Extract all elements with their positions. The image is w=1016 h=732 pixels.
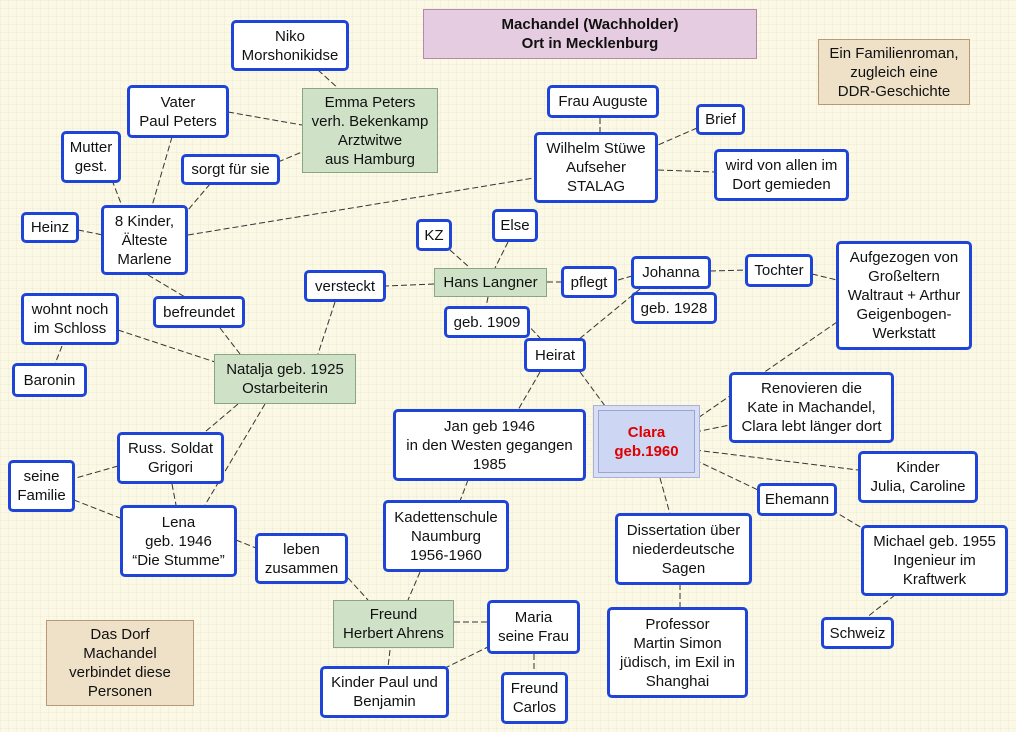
node-sorgt: sorgt für sie [181,154,280,185]
link-natalja-lena [204,403,266,506]
node-aufgezogen: Aufgezogen von Großeltern Waltraut + Art… [836,241,972,350]
link-hans-geb1909 [485,296,489,308]
node-hans-langner: Hans Langner [434,268,547,297]
link-russ-familie [75,465,119,479]
node-emma-peters: Emma Peters verh. Bekenkamp Arztwitwe au… [302,88,438,173]
node-maria: Maria seine Frau [487,600,580,654]
node-professor: Professor Martin Simon jüdisch, im Exil … [607,607,748,698]
link-leben-herbert [347,577,369,601]
node-8-kinder: 8 Kinder, Älteste Marlene [101,205,188,275]
node-herbert-ahrens: Freund Herbert Ahrens [333,600,454,648]
node-befreundet: befreundet [153,296,245,328]
link-kinder-befreundet [147,274,186,298]
link-herbert-kinderpb [387,649,391,668]
link-sorgt-kinder [187,183,211,211]
node-heirat: Heirat [524,338,586,372]
node-heinz: Heinz [21,212,79,243]
node-clara: Clara geb.1960 [598,410,695,473]
link-mutter-kinder [111,179,123,207]
node-schweiz: Schweiz [821,617,894,649]
node-geb-1928: geb. 1928 [631,292,717,324]
link-heirat-clara [579,371,609,411]
link-johanna-heirat [577,288,641,341]
map-title: Machandel (Wachholder) Ort in Mecklenbur… [423,9,757,59]
link-pflegt-johanna [617,275,633,281]
link-clara-dissertation [659,477,671,515]
note-dorf: Das Dorf Machandel verbindet diese Perso… [46,620,194,706]
node-jan: Jan geb 1946 in den Westen gegangen 1985 [393,409,586,481]
node-geb-1909: geb. 1909 [444,306,530,338]
node-kinder-julia-caroline: Kinder Julia, Caroline [858,451,978,503]
node-lena: Lena geb. 1946 “Die Stumme” [120,505,237,577]
link-versteckt-natalja [317,301,336,355]
link-kadetten-herbert [407,571,421,601]
link-clara-renovieren [694,424,731,433]
link-wilhelm-gemieden [657,169,716,173]
link-kinder-wilhelm [187,177,535,236]
node-seine-familie: seine Familie [8,460,75,512]
link-maria-kinderpb [444,645,491,669]
node-kz: KZ [416,219,452,251]
link-michael-schweiz [865,594,896,619]
node-renovieren: Renovieren die Kate in Machandel, Clara … [729,372,894,443]
node-kadettenschule: Kadettenschule Naumburg 1956-1960 [383,500,509,572]
node-gemieden: wird von allen im Dort gemieden [714,149,849,201]
node-versteckt: versteckt [304,270,386,302]
link-wohnt-natalja [117,329,216,363]
link-clara-kinder [694,449,859,471]
link-ehemann-michael [831,509,863,529]
link-jan-kadetten [459,479,469,502]
link-heinz-kinder [77,229,104,236]
node-ehemann: Ehemann [757,483,837,516]
link-johanna-tochter [709,269,747,272]
node-michael: Michael geb. 1955 Ingenieur im Kraftwerk [861,525,1008,596]
link-aufgezogen-clara [694,321,838,421]
node-natalja: Natalja geb. 1925 Ostarbeiterin [214,354,356,404]
link-niko-emma [317,69,341,91]
link-kz-hans [449,249,471,269]
node-wilhelm-stuewe: Wilhelm Stüwe Aufseher STALAG [534,132,658,203]
node-niko: Niko Morshonikidse [231,20,349,71]
node-kinder-paul-benjamin: Kinder Paul und Benjamin [320,666,449,718]
node-else: Else [492,209,538,242]
link-brief-wilhelm [657,127,698,146]
node-russ-soldat: Russ. Soldat Grigori [117,432,224,484]
node-johanna: Johanna [631,256,711,289]
node-vater: Vater Paul Peters [127,85,229,138]
node-mutter: Mutter gest. [61,131,121,183]
link-russ-lena [171,483,177,506]
link-clara-ehemann [694,459,759,491]
link-natalja-russ [204,403,239,433]
link-heirat-jan [517,371,541,411]
link-else-hans [494,241,509,269]
link-tochter-aufgezogen [811,273,838,281]
node-pflegt: pflegt [561,266,617,298]
node-wohnt-schloss: wohnt noch im Schloss [21,293,119,345]
node-baronin: Baronin [12,363,87,397]
link-befreundet-natalja [219,327,241,355]
node-frau-auguste: Frau Auguste [547,85,659,118]
link-wohnt-baronin [54,345,63,365]
node-dissertation: Dissertation über niederdeutsche Sagen [615,513,752,585]
node-freund-carlos: Freund Carlos [501,672,568,724]
link-lena-leben [235,539,257,549]
link-familie-lena [73,499,121,519]
link-vater-emma [227,111,303,126]
note-familienroman: Ein Familienroman, zugleich eine DDR-Ges… [818,39,970,105]
node-tochter: Tochter [745,254,813,287]
link-sorgt-emma [277,151,303,163]
link-vater-kinder [151,136,173,207]
link-hans-versteckt [385,283,435,287]
node-brief: Brief [696,104,745,135]
node-leben-zusammen: leben zusammen [255,533,348,584]
